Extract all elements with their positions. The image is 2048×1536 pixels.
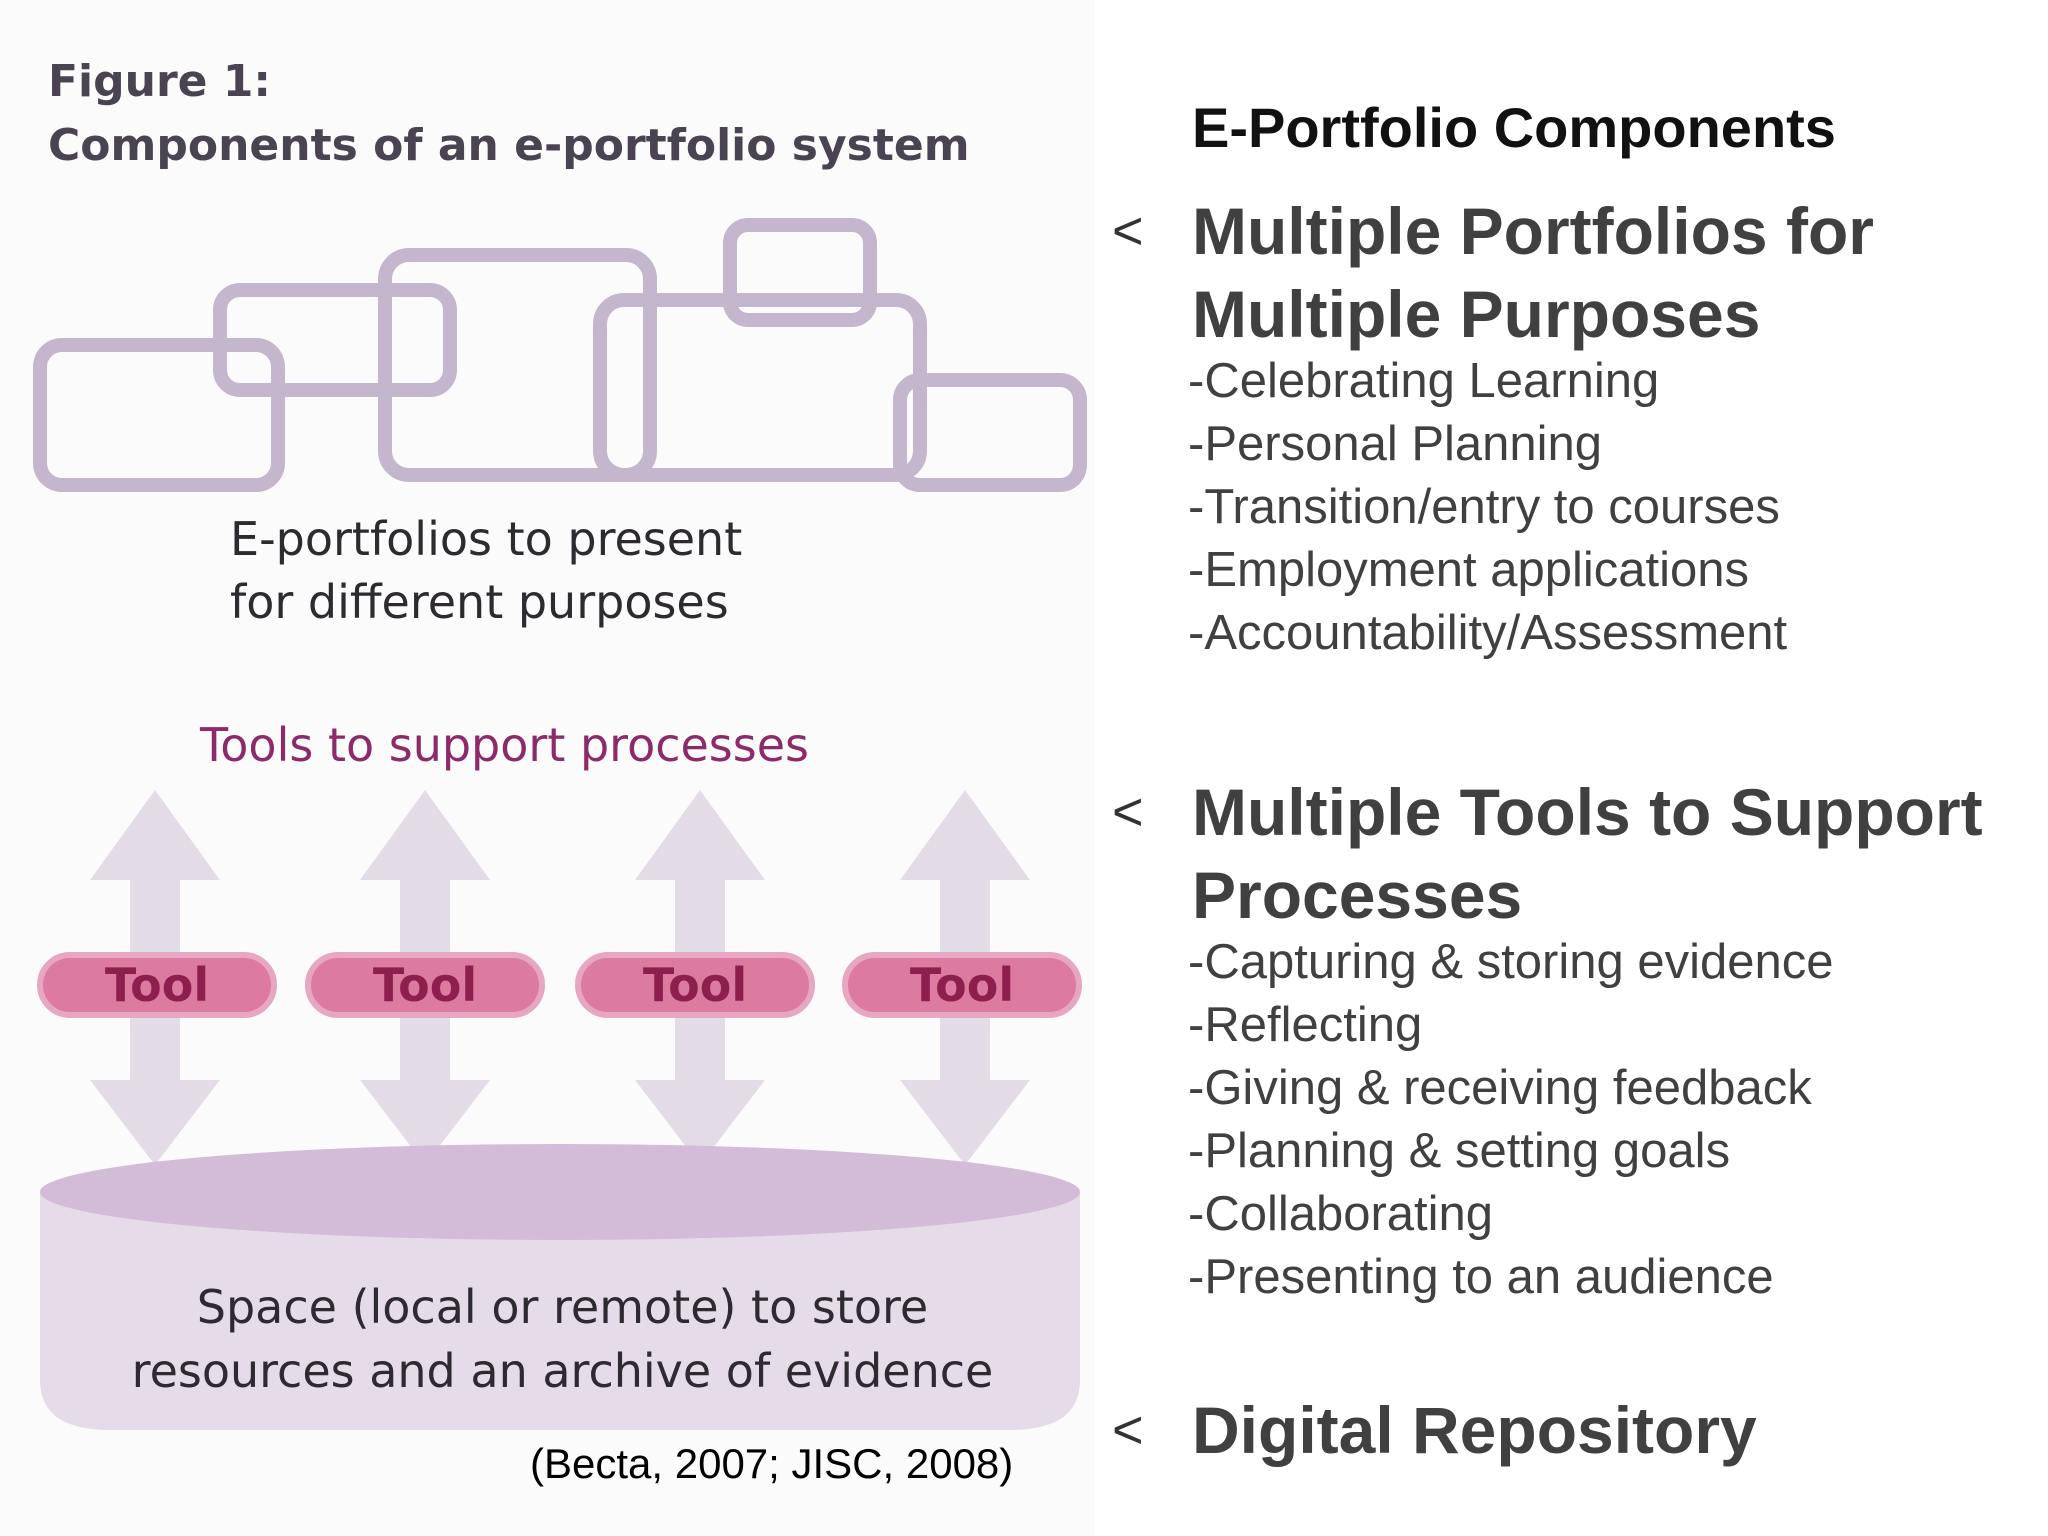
tool-pills xyxy=(37,952,1082,1018)
portfolio-boxes xyxy=(33,218,1087,492)
portfolio-box-3 xyxy=(378,248,657,482)
figure-panel: Figure 1: Components of an e-portfolio s… xyxy=(33,50,1087,1430)
bullet-arrow-icon: < xyxy=(1112,782,1144,842)
tool-label-3: Tool xyxy=(642,958,748,1012)
list-item: -Giving & receiving feedback xyxy=(1188,1061,1812,1115)
figure-caption-line1: Figure 1: xyxy=(48,56,272,107)
list-item: -Reflecting xyxy=(1188,998,1423,1052)
section-title: Multiple Portfolios for Multiple Purpose… xyxy=(1192,190,1874,356)
portfolios-label-line1: E-portfolios to present xyxy=(230,512,743,566)
tool-label-4: Tool xyxy=(909,958,1015,1012)
section-title-line1: Multiple Portfolios for xyxy=(1192,194,1874,268)
portfolio-box-4 xyxy=(593,293,927,482)
tool-pill-1 xyxy=(37,952,277,1018)
list-item: -Celebrating Learning xyxy=(1188,354,1660,408)
section-title-line1: Multiple Tools to Support xyxy=(1192,775,1983,849)
eportfolio-diagram xyxy=(33,218,1087,1430)
list-item: -Presenting to an audience xyxy=(1188,1250,1774,1304)
portfolio-box-5 xyxy=(723,218,877,327)
right-heading: E-Portfolio Components xyxy=(1192,96,1836,159)
storage-body xyxy=(40,1192,1080,1430)
tool-pill-2 xyxy=(305,952,545,1018)
citation: (Becta, 2007; JISC, 2008) xyxy=(530,1440,1014,1487)
section-items: -Celebrating Learning -Personal Planning… xyxy=(1188,350,1787,665)
portfolio-box-6 xyxy=(893,373,1087,492)
storage-label-line1: Space (local or remote) to store xyxy=(196,1280,929,1334)
tool-pill-3 xyxy=(575,952,815,1018)
right-panel: E-Portfolio Components < Multiple Portfo… xyxy=(1110,0,2010,1536)
section-title: Multiple Tools to Support Processes xyxy=(1192,771,1983,937)
section-title-line2: Multiple Purposes xyxy=(1192,277,1761,351)
list-item: -Transition/entry to courses xyxy=(1188,480,1780,534)
bullet-arrow-icon: < xyxy=(1112,201,1144,261)
portfolio-box-2 xyxy=(213,283,457,397)
section-items: -Capturing & storing evidence -Reflectin… xyxy=(1188,931,1834,1309)
figure-caption: Figure 1: Components of an e-portfolio s… xyxy=(48,50,970,178)
portfolios-label: E-portfolios to present for different pu… xyxy=(230,508,900,634)
list-item: -Employment applications xyxy=(1188,543,1750,597)
list-item: -Collaborating xyxy=(1188,1187,1494,1241)
storage-label-line2: resources and an archive of evidence xyxy=(131,1344,994,1398)
storage-cylinder xyxy=(40,1144,1080,1430)
section-title-line2: Processes xyxy=(1192,858,1523,932)
portfolio-box-1 xyxy=(33,338,285,492)
section-title-line1: Digital Repository xyxy=(1192,1393,1757,1467)
figure-caption-line2: Components of an e-portfolio system xyxy=(48,120,970,171)
section-title: Digital Repository xyxy=(1192,1389,1757,1472)
list-item: -Planning & setting goals xyxy=(1188,1124,1731,1178)
storage-top xyxy=(40,1144,1080,1240)
bullet-arrow-icon: < xyxy=(1112,1400,1144,1460)
storage-label: Space (local or remote) to store resourc… xyxy=(40,1275,1085,1403)
list-item: -Capturing & storing evidence xyxy=(1188,935,1834,989)
list-item: -Accountability/Assessment xyxy=(1188,606,1788,660)
list-item: -Personal Planning xyxy=(1188,417,1603,471)
portfolios-label-line2: for different purposes xyxy=(230,575,729,629)
tool-label-2: Tool xyxy=(372,958,478,1012)
tool-label-1: Tool xyxy=(104,958,210,1012)
tools-caption: Tools to support processes xyxy=(200,718,810,772)
tool-pill-4 xyxy=(842,952,1082,1018)
